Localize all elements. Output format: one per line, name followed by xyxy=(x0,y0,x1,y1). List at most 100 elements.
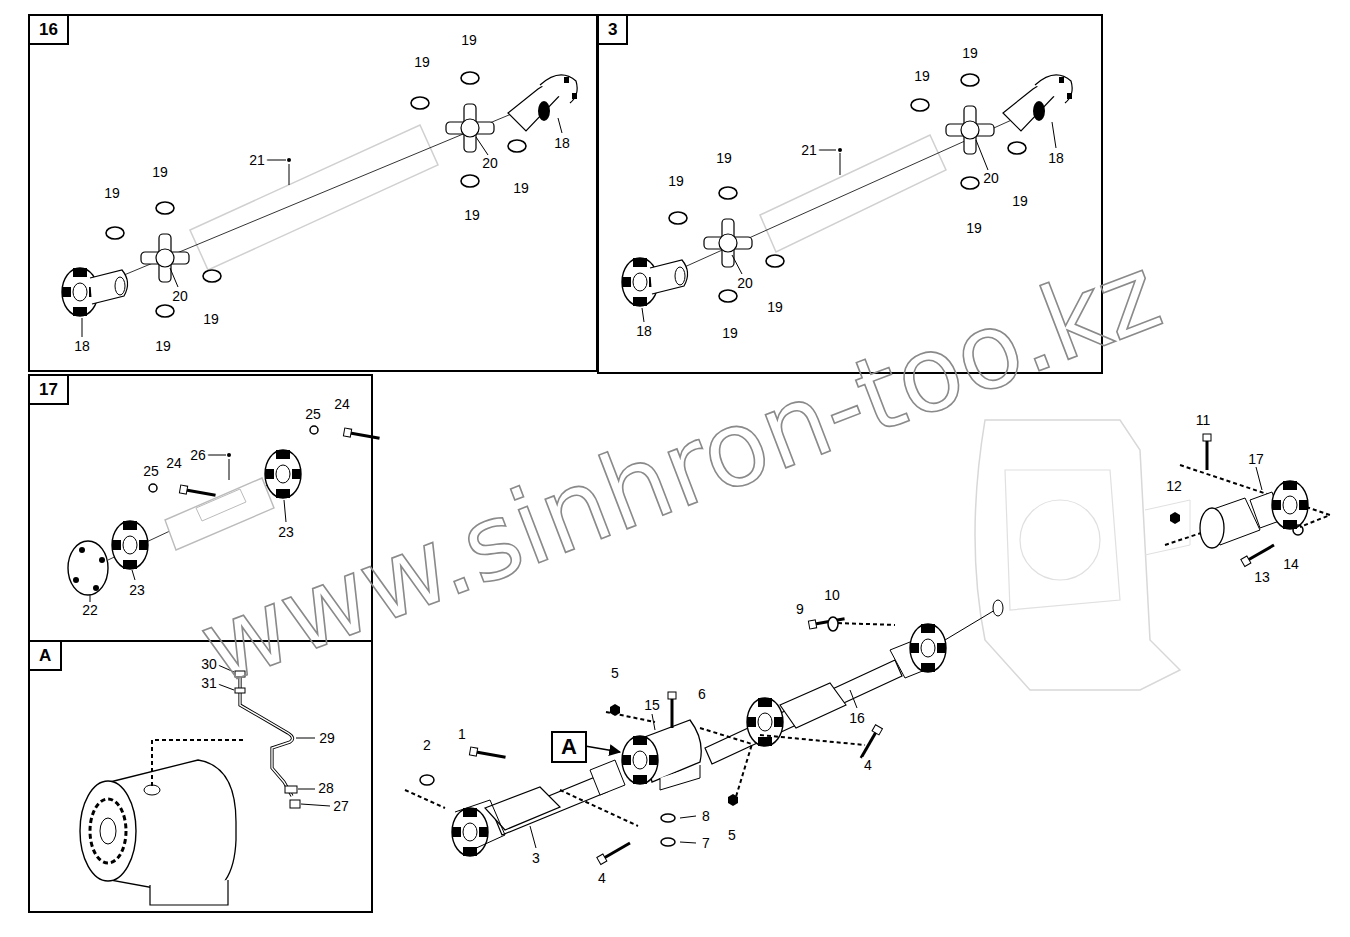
drawing-part xyxy=(100,818,116,844)
callout-number: 19 xyxy=(150,164,170,180)
drawing-part xyxy=(610,704,620,716)
callout-number: 15 xyxy=(642,697,662,713)
drawing-part xyxy=(1170,512,1180,524)
callout-number: 10 xyxy=(822,587,842,603)
panel-number: 16 xyxy=(30,16,69,45)
drawing-part xyxy=(296,738,315,739)
callout-number: 8 xyxy=(700,808,712,824)
bearing-detail-a xyxy=(80,665,330,905)
drawing-part xyxy=(298,789,315,790)
callout-number: 19 xyxy=(459,32,479,48)
drawing-part xyxy=(728,794,738,806)
drawing-part xyxy=(287,158,291,162)
panel-number: 3 xyxy=(599,16,628,45)
drawing-part xyxy=(732,255,742,274)
drawing-part xyxy=(680,842,696,843)
drawing-part xyxy=(218,665,234,672)
drawing-part xyxy=(1293,525,1303,535)
callout-number: 20 xyxy=(735,275,755,291)
drawing-part xyxy=(150,880,228,905)
drawing-part xyxy=(850,690,857,708)
drawing-part xyxy=(301,804,330,806)
callout-number: 19 xyxy=(964,220,984,236)
drawing-part xyxy=(106,202,221,317)
callout-number: 23 xyxy=(127,582,147,598)
callout-number: 2 xyxy=(421,737,433,753)
drawing-part xyxy=(144,785,160,795)
callout-number: 24 xyxy=(164,455,184,471)
drawing-part xyxy=(590,760,625,795)
drawing-part xyxy=(179,485,216,499)
drawing-part xyxy=(858,725,883,760)
panel-number: 17 xyxy=(30,376,69,405)
callout-number: 31 xyxy=(199,675,219,691)
drawing-part xyxy=(1256,467,1262,490)
drawing-part xyxy=(165,478,274,550)
drawing-part xyxy=(62,268,128,316)
drawing-part xyxy=(290,800,300,808)
drawing-part xyxy=(469,747,506,761)
drawing-part xyxy=(661,838,675,846)
coupling-panel-17 xyxy=(68,426,380,602)
callout-number: 19 xyxy=(714,150,734,166)
drawing-part xyxy=(284,500,286,522)
drawing-part xyxy=(669,187,784,302)
drawing-part xyxy=(227,453,231,457)
callout-number: 19 xyxy=(102,185,122,201)
drawing-part xyxy=(93,585,99,591)
callout-number: 19 xyxy=(153,338,173,354)
callout-number: 25 xyxy=(303,406,323,422)
callout-number: 19 xyxy=(462,207,482,223)
drawing-part xyxy=(82,318,83,337)
callout-number: 26 xyxy=(188,447,208,463)
callout-number: 21 xyxy=(247,152,267,168)
watermark: www.sinhron-too.kz xyxy=(187,240,1172,701)
drawing-part xyxy=(73,577,79,583)
drawing-part xyxy=(289,164,290,185)
drawing-part xyxy=(558,118,562,133)
drawing-part xyxy=(700,728,752,800)
callout-number: 1 xyxy=(456,726,468,742)
drawing-part xyxy=(585,746,620,752)
callout-number: 5 xyxy=(726,827,738,843)
drawing-part xyxy=(642,308,644,322)
callout-number: 20 xyxy=(981,170,1001,186)
drawing-part xyxy=(838,623,895,625)
drawing-part xyxy=(1272,481,1308,529)
drawing-part xyxy=(597,840,632,865)
drawing-part xyxy=(760,735,865,745)
drawing-part xyxy=(79,547,85,553)
callout-number: 19 xyxy=(960,45,980,61)
drawing-part xyxy=(411,72,526,187)
callout-number: 23 xyxy=(276,524,296,540)
detail-callout-box: A xyxy=(551,731,587,763)
drawing-part xyxy=(420,775,434,785)
callout-number: 19 xyxy=(412,54,432,70)
callout-number: 24 xyxy=(332,396,352,412)
callout-number: 5 xyxy=(609,665,621,681)
drawing-part xyxy=(668,692,676,728)
callout-number: 19 xyxy=(201,311,221,327)
drawing-part xyxy=(945,610,995,640)
drawing-part xyxy=(760,135,946,252)
drawing-part xyxy=(485,787,560,830)
drawing-part xyxy=(170,268,178,287)
drawing-part xyxy=(1005,470,1120,610)
shaft-panel-16 xyxy=(62,72,577,337)
drawing-part xyxy=(190,125,438,270)
callout-number: 18 xyxy=(552,135,572,151)
callout-number: 19 xyxy=(666,173,686,189)
drawing-part xyxy=(343,428,380,442)
drawing-part xyxy=(90,799,126,863)
drawing-part xyxy=(808,615,845,629)
callout-number: 21 xyxy=(799,142,819,158)
drawing-part xyxy=(207,455,226,456)
callout-number: 19 xyxy=(511,180,531,196)
panel-number: A xyxy=(30,642,62,671)
drawing-part xyxy=(705,660,902,764)
drawing-part xyxy=(476,137,488,155)
drawing-part xyxy=(80,781,136,881)
drawing-part xyxy=(910,624,946,672)
drawing-part xyxy=(452,808,488,856)
